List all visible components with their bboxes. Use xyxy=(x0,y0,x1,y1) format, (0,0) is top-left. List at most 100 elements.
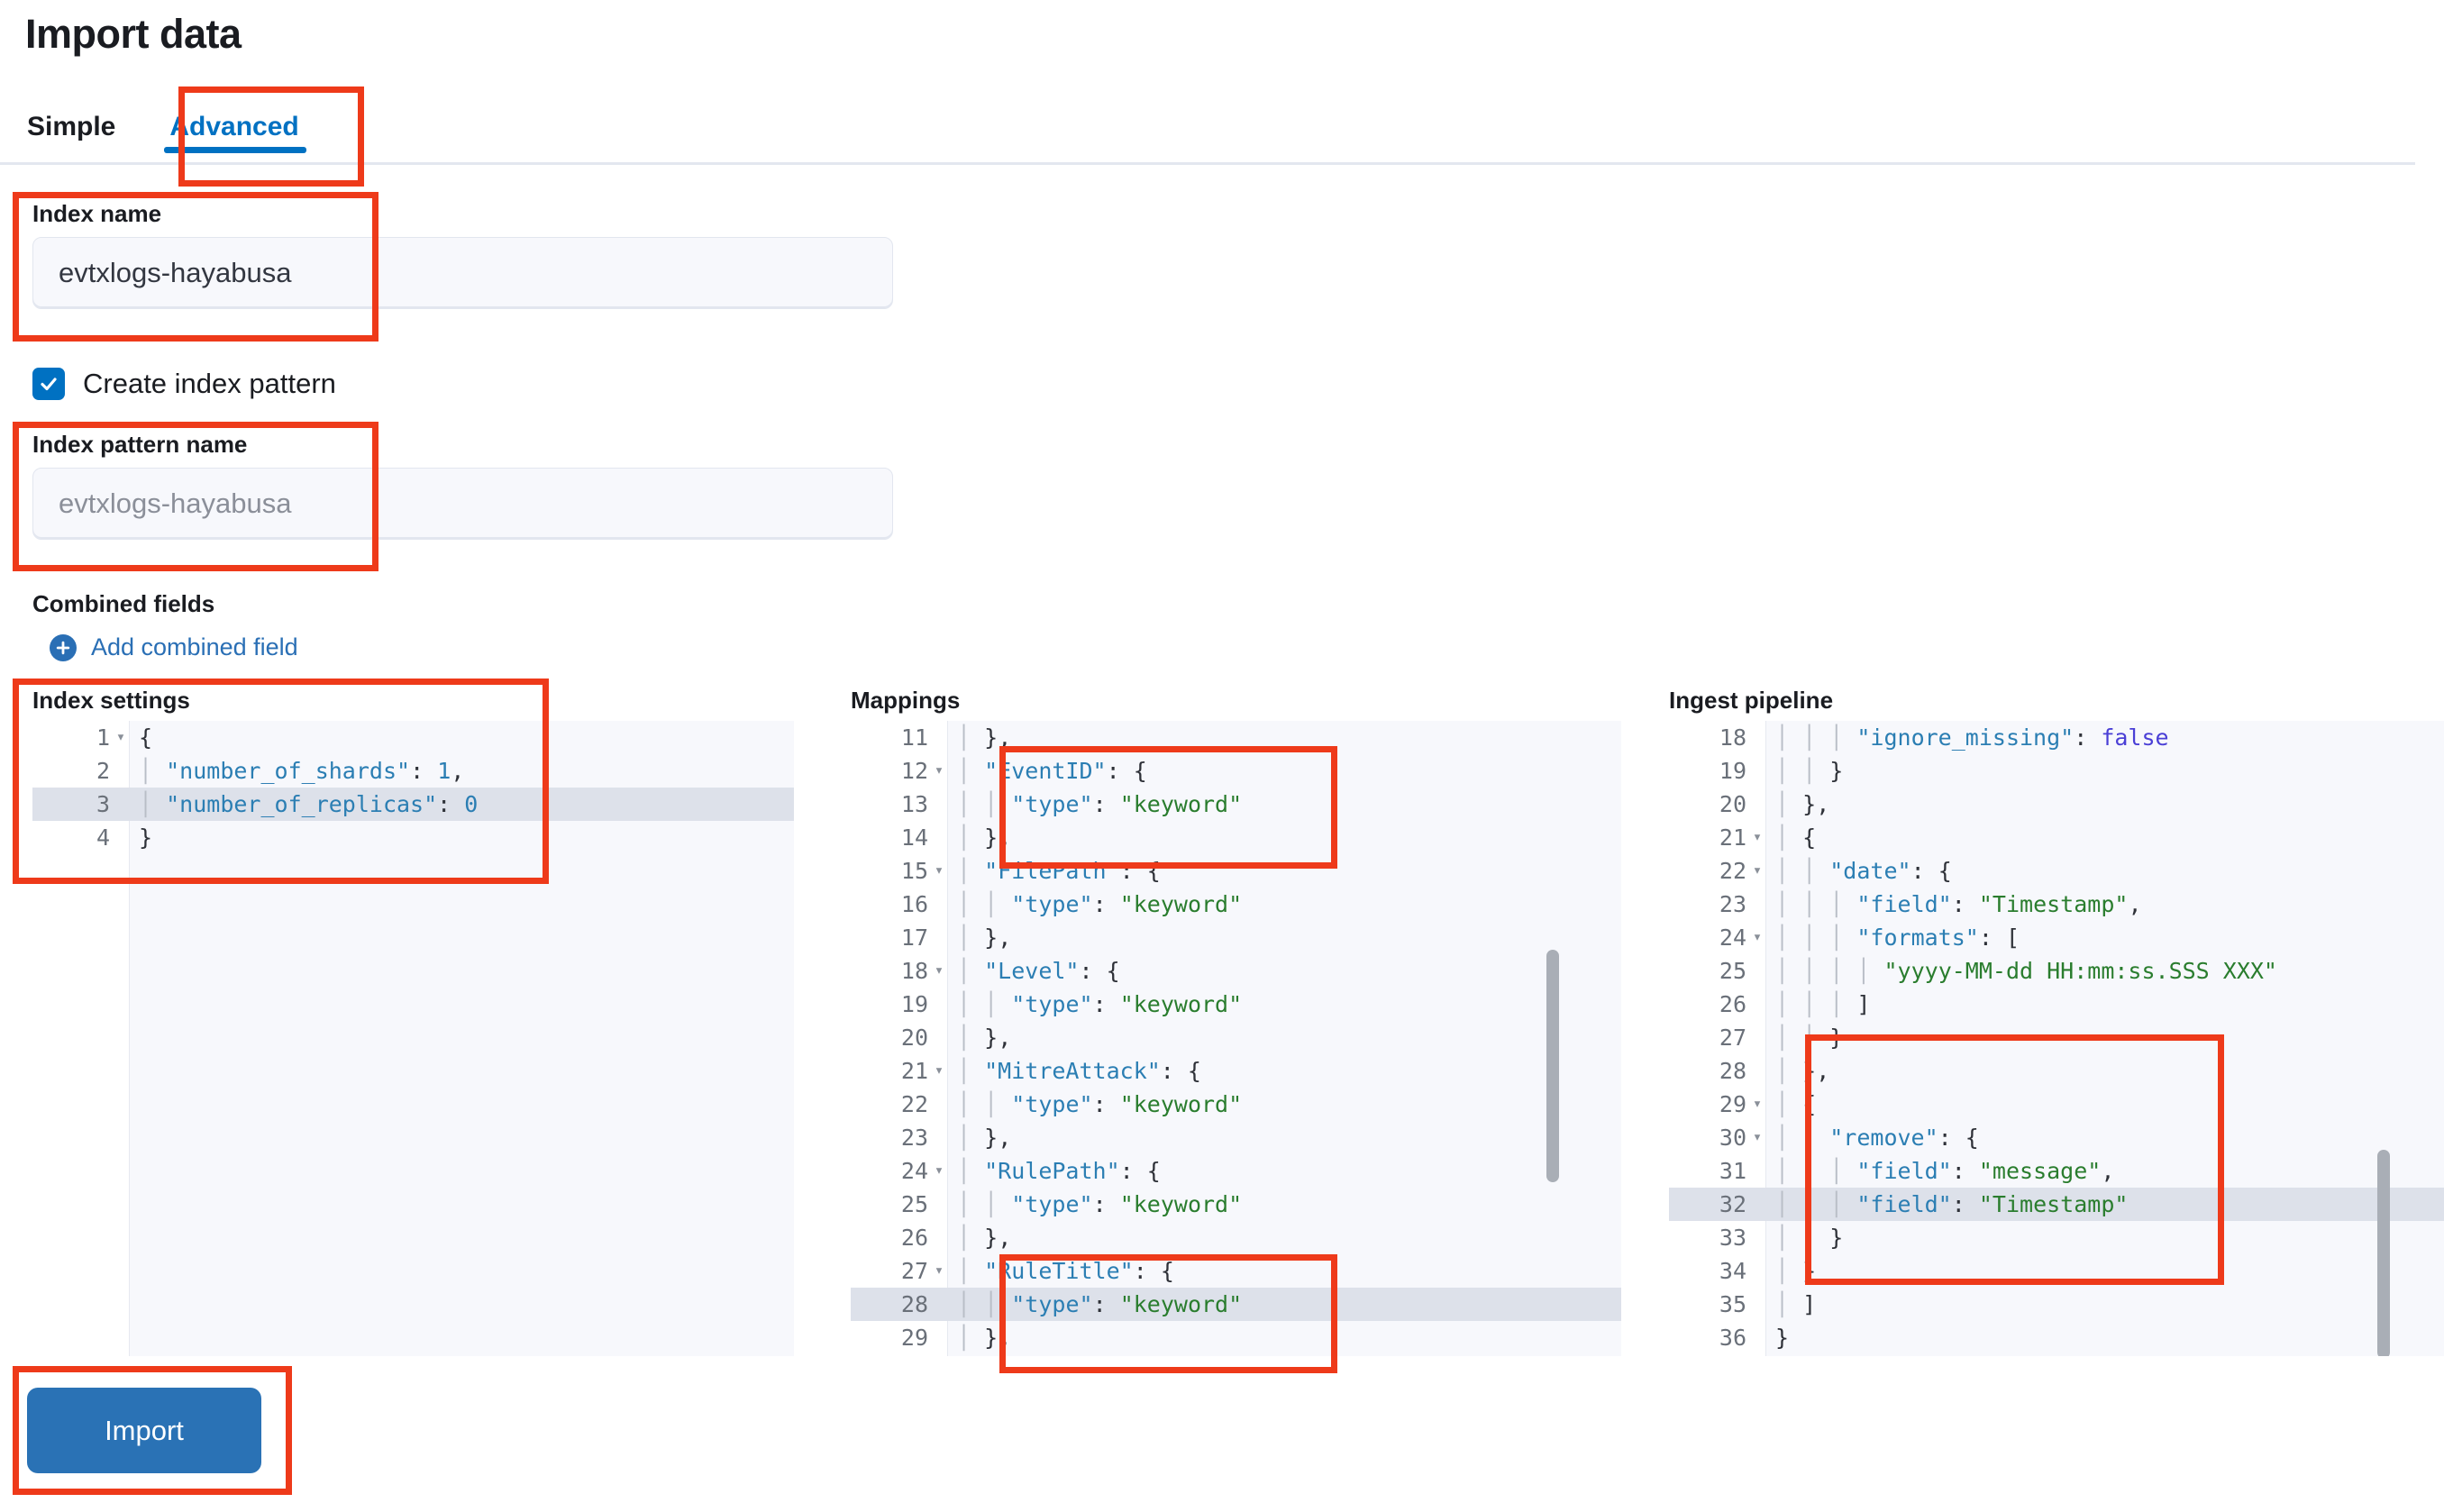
ingest-pipeline-editor[interactable]: 18│ │ │ "ignore_missing": false 19 │ │ } 20… xyxy=(1669,721,2444,1356)
fold-toggle-icon[interactable]: ▾ xyxy=(934,1262,944,1280)
code-line: 13│ │ "type": "keyword" xyxy=(851,788,1621,821)
code-line: 21▾│ { xyxy=(1669,821,2444,854)
fold-toggle-icon[interactable]: ▾ xyxy=(1752,1095,1763,1113)
editor-gutter xyxy=(851,721,948,1356)
create-index-pattern-label: Create index pattern xyxy=(83,368,336,399)
code-text: │ }, xyxy=(957,1125,1012,1151)
line-number: 16 xyxy=(900,891,928,917)
code-line: 22 ▾ │ │ "date": { xyxy=(1669,854,2444,888)
code-text: { xyxy=(139,724,153,751)
line-number: 22 xyxy=(1719,858,1746,884)
code-line: 33│ │ } xyxy=(1669,1221,2444,1254)
code-text: │ │ │ "field": "Timestamp", xyxy=(1775,891,2142,917)
code-text: │ "FilePath": { xyxy=(957,858,1161,884)
code-text: │ "Level": { xyxy=(957,958,1120,984)
fold-toggle-icon[interactable]: ▾ xyxy=(1752,928,1763,946)
line-number: 21 xyxy=(900,1058,928,1084)
code-line: 15▾│ "FilePath": { xyxy=(851,854,1621,888)
add-combined-field-button[interactable]: Add combined field xyxy=(50,633,298,661)
line-number: 19 xyxy=(1719,758,1746,784)
editor-gutter xyxy=(32,721,130,1356)
code-line: 17│ }, xyxy=(851,921,1621,954)
create-index-pattern-row[interactable]: Create index pattern xyxy=(32,368,336,400)
code-text: │ │ │ "field": "Timestamp" xyxy=(1775,1191,2129,1217)
code-line: 20│ }, xyxy=(1669,788,2444,821)
ingest-pipeline-scrollbar-thumb[interactable] xyxy=(2377,1150,2390,1356)
line-number: 33 xyxy=(1719,1225,1746,1251)
code-line: 1 ▾ { xyxy=(32,721,794,754)
line-number: 36 xyxy=(1719,1325,1746,1351)
code-line: 25│ │ "type": "keyword" xyxy=(851,1188,1621,1221)
code-line: 2│ "number_of_shards": 1, xyxy=(32,754,794,788)
ingest-pipeline-title: Ingest pipeline xyxy=(1669,687,1834,714)
fold-toggle-icon[interactable]: ▾ xyxy=(115,728,126,746)
code-line: 19│ │ "type": "keyword" xyxy=(851,988,1621,1021)
code-line: 29│ }, xyxy=(851,1321,1621,1354)
editor-gutter xyxy=(1669,721,1766,1356)
tab-simple[interactable]: Simple xyxy=(27,112,116,141)
line-number: 34 xyxy=(1719,1258,1746,1284)
code-text: │ │ "type": "keyword" xyxy=(957,891,1243,917)
fold-toggle-icon[interactable]: ▾ xyxy=(1752,828,1763,846)
index-pattern-name-input[interactable]: evtxlogs-hayabusa xyxy=(32,468,893,540)
line-number: 24 xyxy=(900,1158,928,1184)
code-line: 30▾│ │ "remove": { xyxy=(1669,1121,2444,1154)
add-combined-field-label: Add combined field xyxy=(91,633,298,660)
line-number: 27 xyxy=(900,1258,928,1284)
line-number: 32 xyxy=(1719,1191,1746,1217)
line-number: 28 xyxy=(1719,1058,1746,1084)
index-name-input[interactable]: evtxlogs-hayabusa xyxy=(32,237,893,309)
code-text: │ │ │ ] xyxy=(1775,991,1871,1017)
line-number: 19 xyxy=(900,991,928,1017)
line-number: 4 xyxy=(96,824,110,851)
line-number: 31 xyxy=(1719,1158,1746,1184)
fold-toggle-icon[interactable]: ▾ xyxy=(1752,861,1763,879)
line-number: 26 xyxy=(900,1225,928,1251)
fold-toggle-icon[interactable]: ▾ xyxy=(934,1161,944,1180)
fold-toggle-icon[interactable]: ▾ xyxy=(934,761,944,779)
code-line: 16 │ │ "type": "keyword" xyxy=(851,888,1621,921)
code-line: 14│ }, xyxy=(851,821,1621,854)
line-number: 20 xyxy=(900,1025,928,1051)
code-text: │ │ } xyxy=(1775,758,1844,784)
code-line: 19 │ │ } xyxy=(1669,754,2444,788)
code-text: │ { xyxy=(1775,824,1817,851)
code-line: 21 ▾ │ "MitreAttack": { xyxy=(851,1054,1621,1088)
line-number: 1 xyxy=(96,724,110,751)
code-text: } xyxy=(1775,1325,1790,1351)
index-pattern-name-label: Index pattern name xyxy=(32,431,248,458)
code-text: │ ] xyxy=(1775,1291,1817,1317)
code-text: │ "RuleTitle": { xyxy=(957,1258,1174,1284)
mappings-scrollbar-thumb[interactable] xyxy=(1546,950,1559,1182)
code-text: │ }, xyxy=(957,1025,1012,1051)
code-line: 24▾│ │ │ "formats": [ xyxy=(1669,921,2444,954)
code-line: 18│ │ │ "ignore_missing": false xyxy=(1669,721,2444,754)
fold-toggle-icon[interactable]: ▾ xyxy=(1752,1128,1763,1146)
code-text: │ │ "date": { xyxy=(1775,858,1952,884)
code-line: 20 │ }, xyxy=(851,1021,1621,1054)
index-settings-editor[interactable]: 1▾{2│ "number_of_shards": 1,3│ "number_o… xyxy=(32,721,794,1356)
line-number: 23 xyxy=(900,1125,928,1151)
code-line: 34│ } xyxy=(1669,1254,2444,1288)
code-text: │ │ │ "formats": [ xyxy=(1775,925,2020,951)
line-number: 14 xyxy=(900,824,928,851)
code-text: │ │ "type": "keyword" xyxy=(957,791,1243,817)
fold-toggle-icon[interactable]: ▾ xyxy=(934,1061,944,1079)
code-line: 35│ ] xyxy=(1669,1288,2444,1321)
code-text: │ { xyxy=(1775,1091,1817,1117)
fold-toggle-icon[interactable]: ▾ xyxy=(934,861,944,879)
code-text: │ "number_of_replicas": 0 xyxy=(139,791,479,817)
code-text: │ │ "remove": { xyxy=(1775,1125,1979,1151)
mappings-editor[interactable]: 11│ },12▾│ "EventID": {13│ │ "type": "ke… xyxy=(851,721,1621,1356)
code-text: │ "MitreAttack": { xyxy=(957,1058,1201,1084)
import-button[interactable]: Import xyxy=(27,1388,261,1473)
checkbox-checked-icon[interactable] xyxy=(32,368,65,400)
code-text: │ }, xyxy=(957,724,1012,751)
code-line: 12▾│ "EventID": { xyxy=(851,754,1621,788)
tab-bar: Simple Advanced xyxy=(27,97,326,162)
code-line: 4} xyxy=(32,821,794,854)
tab-advanced[interactable]: Advanced xyxy=(142,112,325,162)
fold-toggle-icon[interactable]: ▾ xyxy=(934,961,944,979)
code-line: 22│ │ "type": "keyword" xyxy=(851,1088,1621,1121)
